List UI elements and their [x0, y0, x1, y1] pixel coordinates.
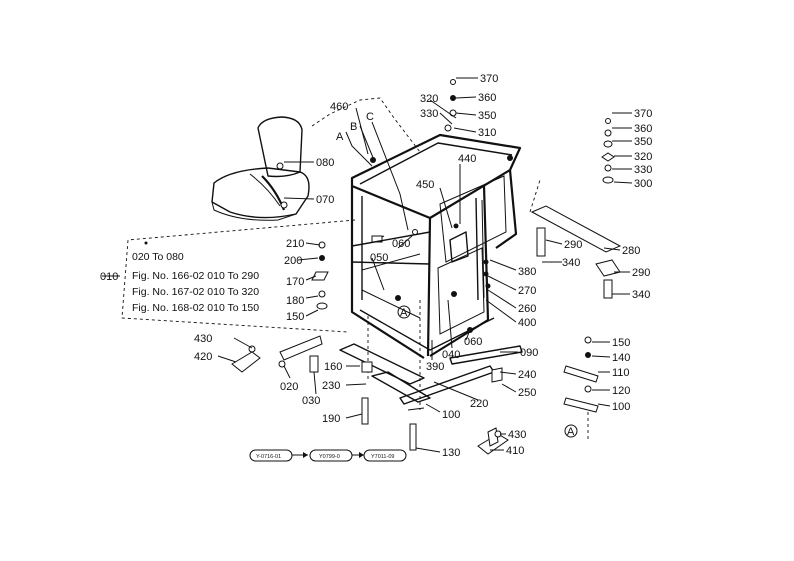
label-110: 110	[612, 367, 630, 379]
label-360-right: 360	[634, 123, 652, 135]
label-120: 120	[612, 385, 630, 397]
label-130: 130	[442, 447, 460, 459]
label-290-upper: 290	[564, 239, 582, 251]
label-370: 370	[480, 73, 498, 85]
label-070: 070	[316, 194, 334, 206]
label-060-lower: 060	[464, 336, 482, 348]
label-040: 040	[442, 349, 460, 361]
label-050: 050	[370, 252, 388, 264]
callout-labels: 370 360 350 320 330 310 460 A B C 080 07…	[100, 73, 652, 459]
label-200: 200	[284, 255, 302, 267]
label-080: 080	[316, 157, 334, 169]
serial-code-chain: Y-0716-01 Y0799-0 Y7011-09	[249, 449, 407, 462]
right-bottom-stack	[563, 336, 599, 440]
label-360: 360	[478, 92, 496, 104]
label-170: 170	[286, 276, 304, 288]
label-100-center: 100	[442, 409, 460, 421]
label-240: 240	[518, 369, 536, 381]
cab-frame	[350, 124, 522, 359]
circled-a-marker-center: A	[397, 305, 411, 319]
label-350-right: 350	[634, 136, 652, 148]
label-250: 250	[518, 387, 536, 399]
label-a: A	[336, 131, 344, 143]
label-430-bottom: 430	[508, 429, 526, 441]
dashed-group-460	[311, 97, 421, 153]
label-350: 350	[478, 110, 496, 122]
right-side-brackets	[530, 205, 622, 299]
label-300: 300	[634, 178, 652, 190]
left-lower-brackets	[231, 241, 329, 373]
label-210: 210	[286, 238, 304, 250]
label-140: 140	[612, 352, 630, 364]
serial-code-3: Y7011-09	[371, 454, 394, 460]
label-420: 420	[194, 351, 212, 363]
serial-code-1: Y-0716-01	[256, 454, 281, 460]
operator-seat	[211, 116, 310, 221]
circled-a-text: A	[567, 426, 575, 438]
label-230: 230	[322, 380, 340, 392]
label-030: 030	[302, 395, 320, 407]
label-330: 330	[420, 108, 438, 120]
label-390: 390	[426, 361, 444, 373]
label-310: 310	[478, 127, 496, 139]
leader-lines	[102, 77, 633, 453]
note-line-4: Fig. No. 168-02 010 To 150	[132, 302, 259, 314]
label-060-upper: 060	[392, 238, 410, 250]
label-460: 460	[330, 101, 348, 113]
dashed-group-010	[121, 219, 356, 333]
label-340-upper: 340	[562, 257, 580, 269]
label-100-right: 100	[612, 401, 630, 413]
label-410: 410	[506, 445, 524, 457]
label-320-right: 320	[634, 151, 652, 163]
note-line-3: Fig. No. 167-02 010 To 320	[132, 286, 259, 298]
label-b: B	[350, 121, 357, 133]
label-280: 280	[622, 245, 640, 257]
label-090: 090	[520, 347, 538, 359]
label-190: 190	[322, 413, 340, 425]
label-150-left: 150	[286, 311, 304, 323]
roof-hardware-stack	[449, 79, 457, 117]
label-320: 320	[420, 93, 438, 105]
label-c: C	[366, 111, 374, 123]
label-270: 270	[518, 285, 536, 297]
label-450: 450	[416, 179, 434, 191]
label-330-right: 330	[634, 164, 652, 176]
note-line-1: 020 To 080	[132, 251, 184, 263]
note-line-2: Fig. No. 166-02 010 To 290	[132, 270, 259, 282]
label-260: 260	[518, 303, 536, 315]
floor-rails	[339, 343, 523, 451]
reference-note: 020 To 080 Fig. No. 166-02 010 To 290 Fi…	[132, 251, 259, 314]
serial-code-2: Y0799-0	[319, 454, 340, 460]
label-290-lower: 290	[632, 267, 650, 279]
label-400: 400	[518, 317, 536, 329]
label-180: 180	[286, 295, 304, 307]
label-160: 160	[324, 361, 342, 373]
label-440: 440	[458, 153, 476, 165]
circled-a-text: A	[400, 307, 408, 319]
label-430-left: 430	[194, 333, 212, 345]
label-340-lower: 340	[632, 289, 650, 301]
label-220: 220	[470, 398, 488, 410]
label-020: 020	[280, 381, 298, 393]
label-380: 380	[518, 266, 536, 278]
right-hardware-stack	[601, 118, 615, 184]
label-150-right: 150	[612, 337, 630, 349]
circled-a-marker-right: A	[564, 424, 578, 438]
bottom-bracket	[477, 427, 509, 455]
label-370-right: 370	[634, 108, 652, 120]
label-010: 010	[100, 271, 118, 283]
